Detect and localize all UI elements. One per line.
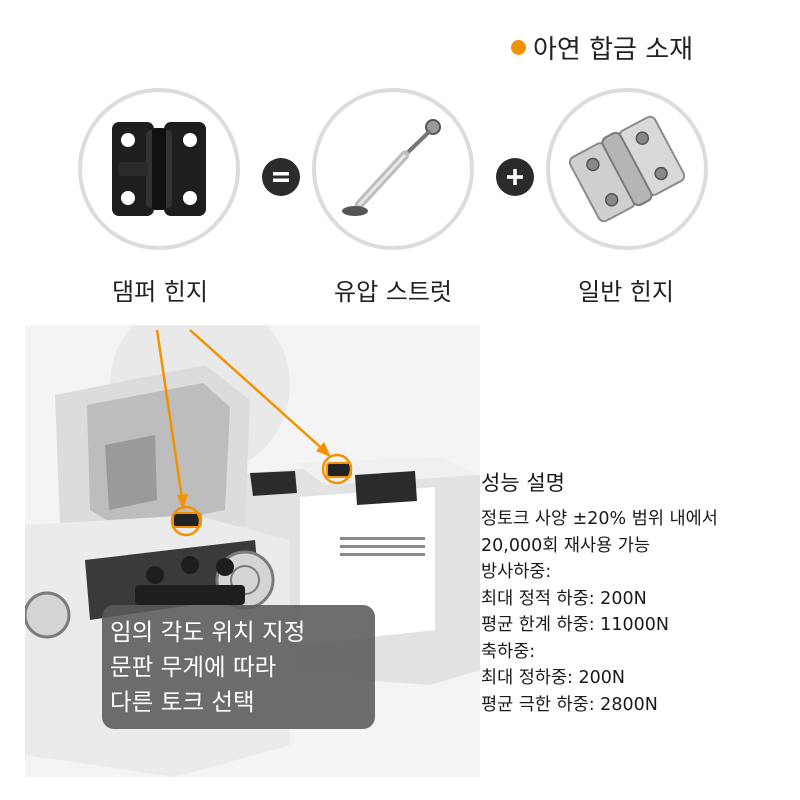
spec-line: 평균 한계 하중: 11000N [481, 615, 669, 635]
spec-line: 20,000회 재사용 가능 [481, 535, 650, 556]
material-label-text: 아연 합금 소재 [533, 34, 694, 65]
spec-line: 방사하중: [481, 562, 552, 582]
spec-line: 정토크 사양 ±20% 범위 내에서 [481, 509, 718, 529]
performance-title: 성능 설명 [481, 471, 565, 495]
damper-hinge-label: 댐퍼 힌지 [112, 278, 208, 306]
equals-icon [262, 158, 300, 196]
spec-line: 최대 정적 하중: 200N [481, 588, 647, 609]
hydraulic-strut-label: 유압 스트럿 [333, 278, 453, 306]
plain-hinge-image [569, 115, 685, 223]
overlay-line: 임의 각도 위치 지정 [110, 618, 306, 646]
spec-line: 축하중: [481, 641, 536, 662]
overlay-line: 문판 무게에 따라 [110, 653, 277, 681]
bullet-dot-icon [511, 39, 526, 55]
performance-specs: 성능 설명 정토크 사양 ±20% 범위 내에서 20,000회 재사용 가능 … [481, 468, 791, 718]
overlay-line: 다른 토크 선택 [110, 688, 255, 716]
hydraulic-strut-image [342, 119, 441, 216]
plus-icon [496, 158, 534, 196]
hydraulic-strut-circle [312, 88, 474, 250]
plain-hinge-circle [546, 88, 708, 250]
feature-overlay: 임의 각도 위치 지정 문판 무게에 따라 다른 토크 선택 [102, 605, 375, 729]
material-label: 아연 합금 소재 [511, 30, 694, 65]
plain-hinge-label: 일반 힌지 [578, 278, 674, 306]
damper-hinge-circle [78, 88, 240, 250]
spec-line: 최대 정하중: 200N [481, 668, 626, 688]
damper-hinge-image [112, 122, 206, 216]
spec-line: 평균 극한 하중: 2800N [481, 694, 658, 715]
